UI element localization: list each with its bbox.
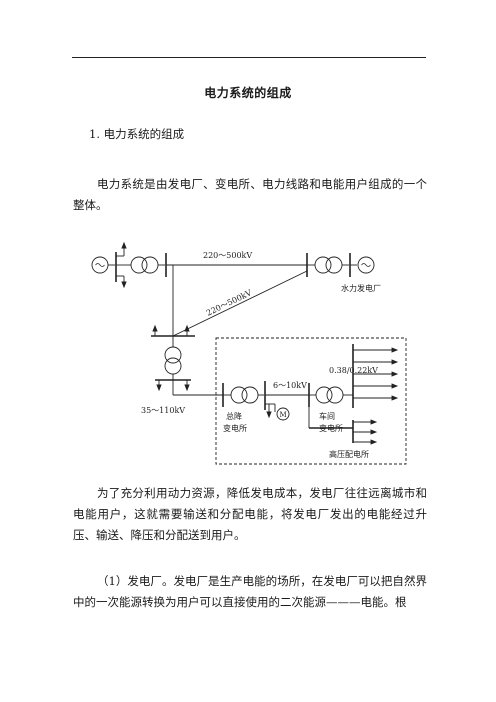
label-substation-main-2: 变电所 <box>223 423 247 433</box>
label-line-diag: 220～500kV <box>205 288 253 318</box>
motor-icon <box>276 407 290 421</box>
label-hydro-plant: 水力发电厂 <box>341 283 381 293</box>
label-motor: M <box>280 411 287 419</box>
transformer-left-icon <box>130 256 148 274</box>
paragraph-3: （1）发电厂。发电厂是生产电能的场所，在发电厂可以把自然界中的一次能源转换为用户… <box>73 574 427 609</box>
transformer-middle-icon <box>164 346 182 364</box>
label-substation-main-1: 总降 <box>226 411 242 421</box>
header-rule <box>72 57 426 58</box>
generator-hydro-icon <box>357 256 375 274</box>
transformer-workshop-icon <box>315 386 333 404</box>
label-voltage-6-10: 6～10kV <box>273 381 307 390</box>
power-system-diagram: 220～500kV 水力发电厂 220～500kV 35～110kV 总降 变电… <box>91 241 407 465</box>
label-line-35: 35～110kV <box>141 406 185 415</box>
label-workshop-1: 车间 <box>319 411 335 421</box>
paragraph-2: 为了充分利用动力资源，降低发电成本，发电厂往往远离城市和电能用户，这就需要输送和… <box>73 486 427 542</box>
plant-enclosure <box>215 337 407 465</box>
label-line-top: 220～500kV <box>203 251 252 260</box>
page-title: 电力系统的组成 <box>204 86 292 100</box>
transformer-main-icon <box>230 386 248 404</box>
section-heading: 1. 电力系统的组成 <box>89 127 185 141</box>
paragraph-1: 电力系统是由发电厂、变电所、电力线路和电能用户组成的一个整体。 <box>73 177 427 212</box>
label-hv-distribution: 高压配电所 <box>329 449 369 459</box>
transformer-right-icon <box>314 256 332 274</box>
